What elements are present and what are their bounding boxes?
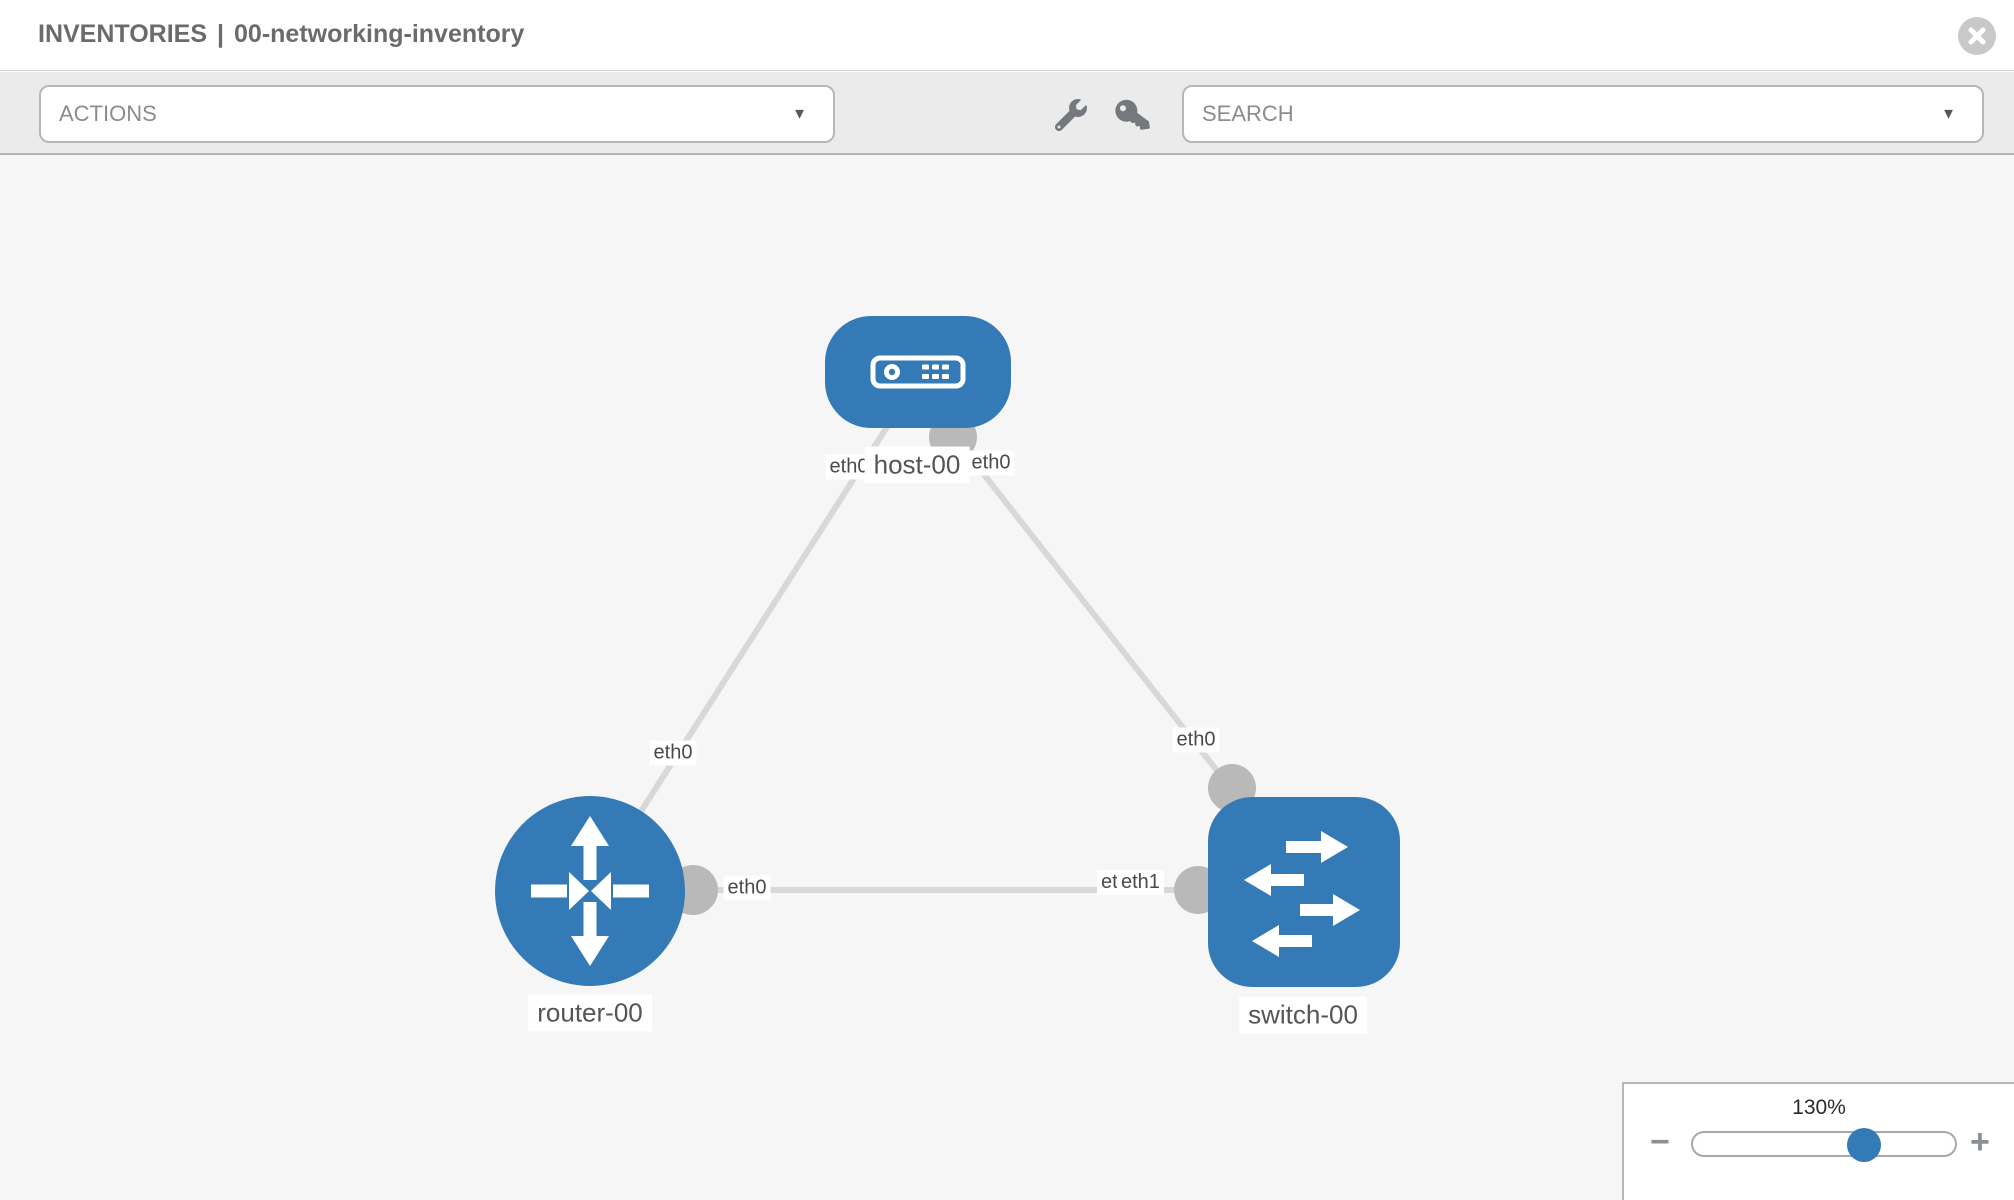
topology-canvas[interactable]	[0, 155, 2014, 1200]
zoom-slider-track[interactable]	[1691, 1128, 1957, 1162]
port-label-switch-eth1: eth1	[1117, 870, 1164, 895]
tools-button[interactable]	[1052, 96, 1090, 134]
switch-icon	[1244, 831, 1360, 957]
chevron-down-icon: ▼	[792, 105, 807, 123]
zoom-level-value: 130%	[1792, 1096, 1846, 1119]
host-icon	[870, 355, 966, 389]
port-label-switch-top-eth0: eth0	[1172, 727, 1220, 753]
node-label-switch-00: switch-00	[1239, 996, 1367, 1034]
search-dropdown[interactable]: SEARCH ▼	[1182, 85, 1984, 143]
zoom-out-button[interactable]: −	[1650, 1123, 1670, 1161]
page-title: INVENTORIES | 00-networking-inventory	[38, 20, 524, 49]
zoom-slider-knob[interactable]	[1847, 1128, 1881, 1162]
actions-dropdown-label: ACTIONS	[59, 101, 157, 126]
key-button[interactable]	[1113, 96, 1151, 134]
close-button[interactable]	[1958, 17, 1996, 55]
node-switch-00[interactable]	[1208, 797, 1400, 987]
node-router-00[interactable]	[495, 796, 685, 986]
search-dropdown-label: SEARCH	[1202, 101, 1294, 126]
wrench-icon	[1055, 99, 1087, 131]
port-label-host-eth0-right: eth0	[967, 450, 1015, 476]
page-header: INVENTORIES | 00-networking-inventory	[0, 0, 2014, 71]
node-host-00[interactable]	[825, 316, 1011, 428]
port-label-router-link-eth0: eth0	[649, 740, 697, 766]
key-icon	[1115, 99, 1150, 130]
toolbar: ACTIONS ▼ SEARCH ▼	[0, 72, 2014, 155]
breadcrumb-item: 00-networking-inventory	[234, 20, 525, 48]
chevron-down-icon: ▼	[1941, 105, 1956, 123]
router-icon	[531, 816, 649, 966]
breadcrumb-section: INVENTORIES	[38, 20, 208, 48]
zoom-panel: 130% − +	[1622, 1082, 2014, 1200]
node-label-router-00: router-00	[528, 994, 652, 1032]
zoom-in-button[interactable]: +	[1970, 1123, 1990, 1161]
breadcrumb-separator: |	[217, 20, 225, 48]
port-label-router-eth0: eth0	[723, 875, 771, 901]
actions-dropdown[interactable]: ACTIONS ▼	[39, 85, 835, 143]
node-label-host-00: host-00	[864, 446, 970, 484]
close-icon	[1968, 27, 1986, 45]
